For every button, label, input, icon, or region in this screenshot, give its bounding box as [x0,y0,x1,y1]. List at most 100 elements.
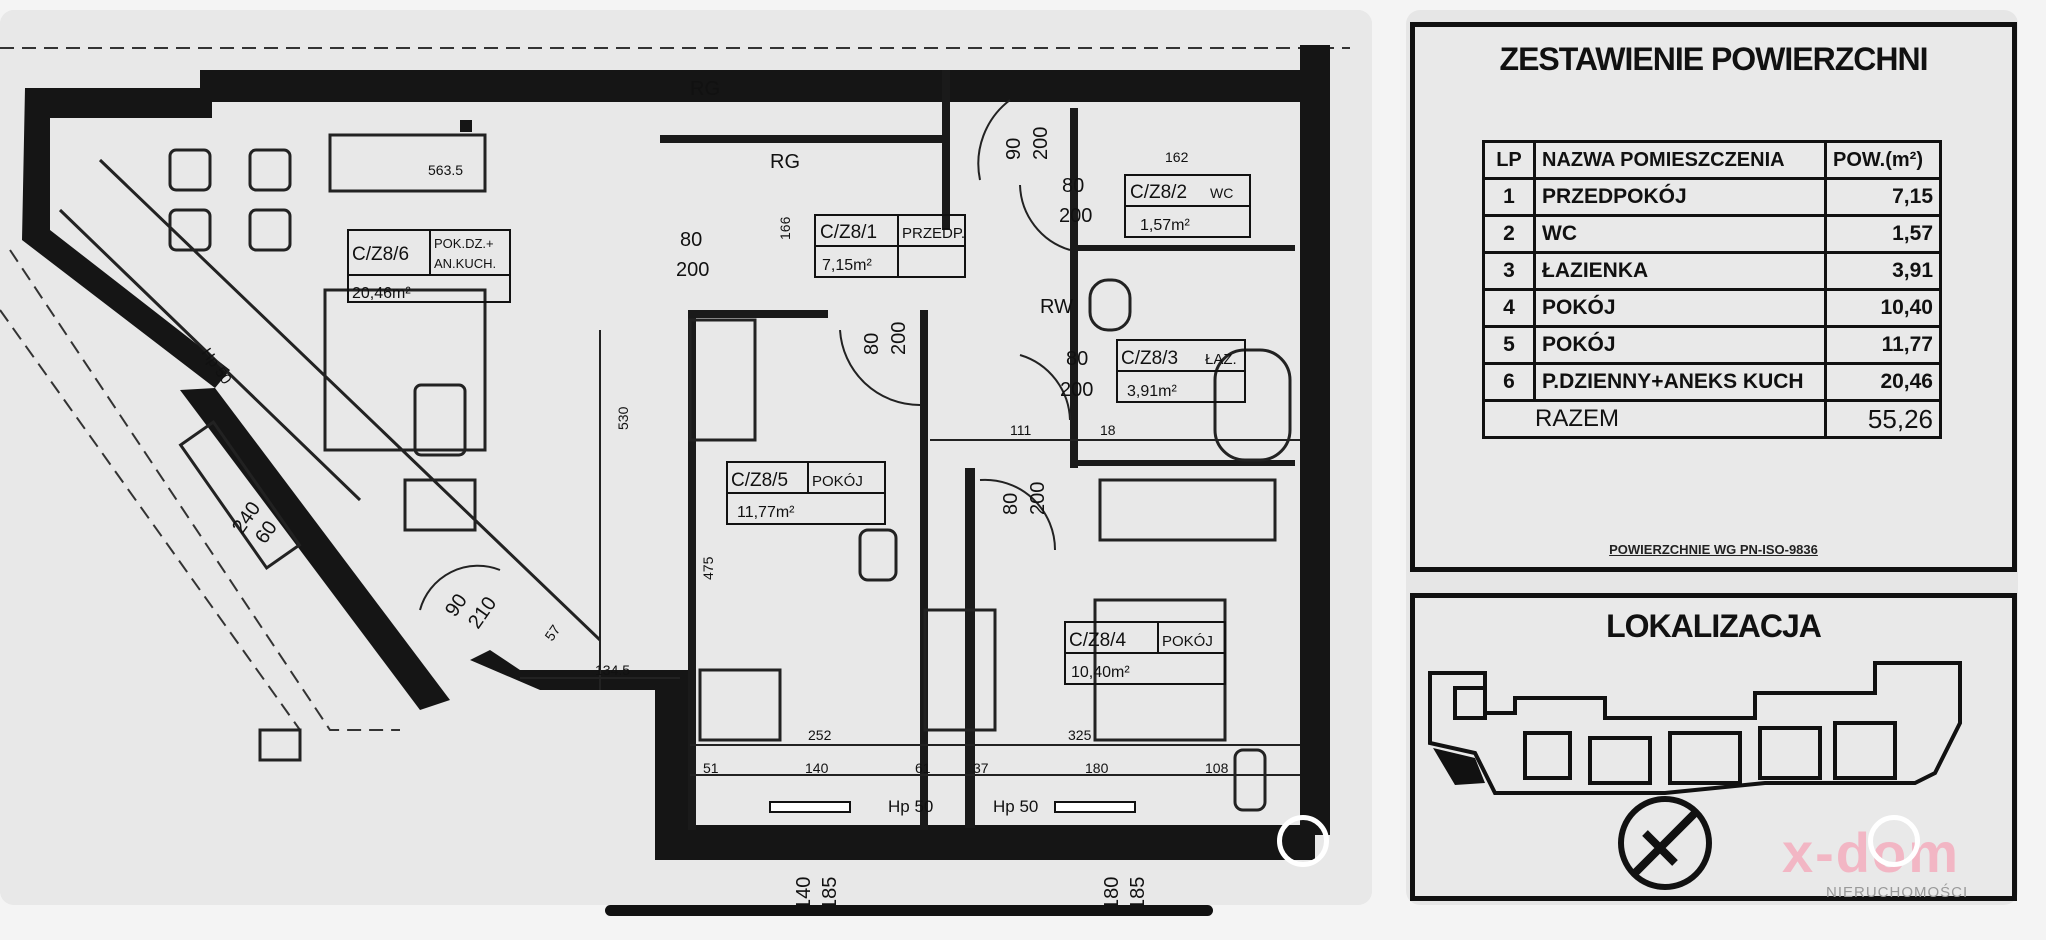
door-height: 200 [1030,127,1052,160]
compass-icon [1618,796,1712,890]
header-area: POW.(m²) [1824,140,1942,180]
door-height: 200 [1027,482,1049,515]
door-width: 80 [1066,348,1088,370]
dimension: 180 [1085,760,1109,776]
table-row: 1 PRZEDPOKÓJ 7,15 [1482,177,1942,217]
dimension: 475 [700,556,716,580]
hotspot-circle[interactable] [1868,815,1920,867]
svg-text:ŁAZ.: ŁAZ. [1205,351,1237,368]
row-lp: 1 [1482,177,1536,217]
area-summary-box: ZESTAWIENIE POWIERZCHNI LP NAZWA POMIESZ… [1410,22,2017,572]
home-indicator[interactable] [605,905,1213,916]
svg-text:PRZEDP.: PRZEDP. [902,225,965,242]
floor-plan-drawing: C/Z8/1 PRZEDP. 7,15m² C/Z8/2 WC 1,57m² C… [0,10,1372,905]
door-height: 200 [888,322,910,355]
location-site-plan [1428,661,1962,890]
dimension: 166 [777,216,793,240]
dimension: 140 [805,760,829,776]
dimension: 252 [808,727,832,743]
table-header-row: LP NAZWA POMIESZCZENIA POW.(m²) [1482,140,1942,180]
svg-text:C/Z8/6: C/Z8/6 [352,244,409,265]
row-lp: 4 [1482,288,1536,328]
dimension: 140 [793,877,815,905]
brand-subtitle: NIERUCHOMOŚCI [1826,884,1969,901]
svg-text:C/Z8/2: C/Z8/2 [1130,182,1187,203]
row-name: P.DZIENNY+ANEKS KUCH [1533,362,1827,402]
rg-label: RG [690,78,720,100]
row-area: 1,57 [1824,214,1942,254]
door-height: 200 [676,259,709,281]
row-lp: 6 [1482,362,1536,402]
rg-label: RG [770,151,800,173]
room-label-2: C/Z8/2 WC 1,57m² [1124,174,1251,238]
row-lp: 3 [1482,251,1536,291]
svg-text:POK.DZ.+: POK.DZ.+ [434,236,494,251]
row-lp: 5 [1482,325,1536,365]
area-table: LP NAZWA POMIESZCZENIA POW.(m²) 1 PRZEDP… [1482,140,1942,439]
table-row: 6 P.DZIENNY+ANEKS KUCH 20,46 [1482,362,1942,402]
dimension: 111 [1010,422,1031,438]
table-row: 3 ŁAZIENKA 3,91 [1482,251,1942,291]
dimension: 162 [1165,149,1189,165]
row-area: 3,91 [1824,251,1942,291]
svg-text:C/Z8/5: C/Z8/5 [731,470,788,491]
door-width: 80 [680,229,702,251]
room-label-3: C/Z8/3 ŁAZ. 3,91m² [1116,339,1246,403]
hotspot-circle[interactable] [1277,815,1329,867]
dimension: 325 [1068,727,1092,743]
dimension: 530 [615,406,631,430]
header-lp: LP [1482,140,1536,180]
svg-text:WC: WC [1210,185,1233,201]
row-name: PRZEDPOKÓJ [1533,177,1827,217]
room-label-5: C/Z8/5 POKÓJ 11,77m² [726,461,886,525]
door-width: 90 [1003,138,1025,160]
dimension: 108 [1205,760,1229,776]
dimension: 61 [915,760,931,776]
location-title: LOKALIZACJA [1606,608,1822,644]
door-height: 200 [1060,379,1093,401]
row-area: 11,77 [1824,325,1942,365]
total-row: RAZEM 55,26 [1482,399,1942,439]
dimension: 180 [1101,877,1123,905]
hp-label: Hp 50 [993,797,1038,816]
total-label: RAZEM [1482,399,1827,439]
hp-label: Hp 50 [888,797,933,816]
header-name: NAZWA POMIESZCZENIA [1533,140,1827,180]
row-area: 10,40 [1824,288,1942,328]
door-width: 80 [861,333,883,355]
svg-text:C/Z8/1: C/Z8/1 [820,222,877,243]
table-row: 2 WC 1,57 [1482,214,1942,254]
table-row: 4 POKÓJ 10,40 [1482,288,1942,328]
room-label-6: C/Z8/6 POK.DZ.+ AN.KUCH. 20,46m² [347,229,511,303]
svg-text:C/Z8/4: C/Z8/4 [1069,630,1126,651]
door-width: 80 [1000,493,1022,515]
svg-text:10,40m²: 10,40m² [1071,664,1130,681]
svg-text:AN.KUCH.: AN.KUCH. [434,256,496,271]
table-row: 5 POKÓJ 11,77 [1482,325,1942,365]
row-name: ŁAZIENKA [1533,251,1827,291]
row-lp: 2 [1482,214,1536,254]
room-label-4: C/Z8/4 POKÓJ 10,40m² [1064,621,1226,685]
summary-title: ZESTAWIENIE POWIERZCHNI [1499,41,1929,77]
svg-text:POKÓJ: POKÓJ [812,473,863,490]
svg-text:C/Z8/3: C/Z8/3 [1121,348,1178,369]
row-name: POKÓJ [1533,288,1827,328]
door-height: 200 [1059,205,1092,227]
svg-text:11,77m²: 11,77m² [737,504,795,521]
row-name: POKÓJ [1533,325,1827,365]
room-label-1: C/Z8/1 PRZEDP. 7,15m² [814,214,966,278]
svg-text:POKÓJ: POKÓJ [1162,633,1213,650]
norm-note: POWIERZCHNIE WG PN-ISO-9836 [1609,542,1818,557]
dimension: 563.5 [428,162,463,178]
svg-text:20,46m²: 20,46m² [352,285,411,302]
row-area: 7,15 [1824,177,1942,217]
total-value: 55,26 [1824,399,1942,439]
floor-plan-panel: C/Z8/1 PRZEDP. 7,15m² C/Z8/2 WC 1,57m² C… [0,10,1372,905]
dimension: 185 [819,877,841,905]
dimension: 134.5 [595,662,630,678]
dimension: 51 [703,760,719,776]
svg-text:7,15m²: 7,15m² [822,257,872,274]
dimension: 37 [973,760,989,776]
dimension: 18 [1100,422,1116,438]
door-width: 80 [1062,175,1084,197]
